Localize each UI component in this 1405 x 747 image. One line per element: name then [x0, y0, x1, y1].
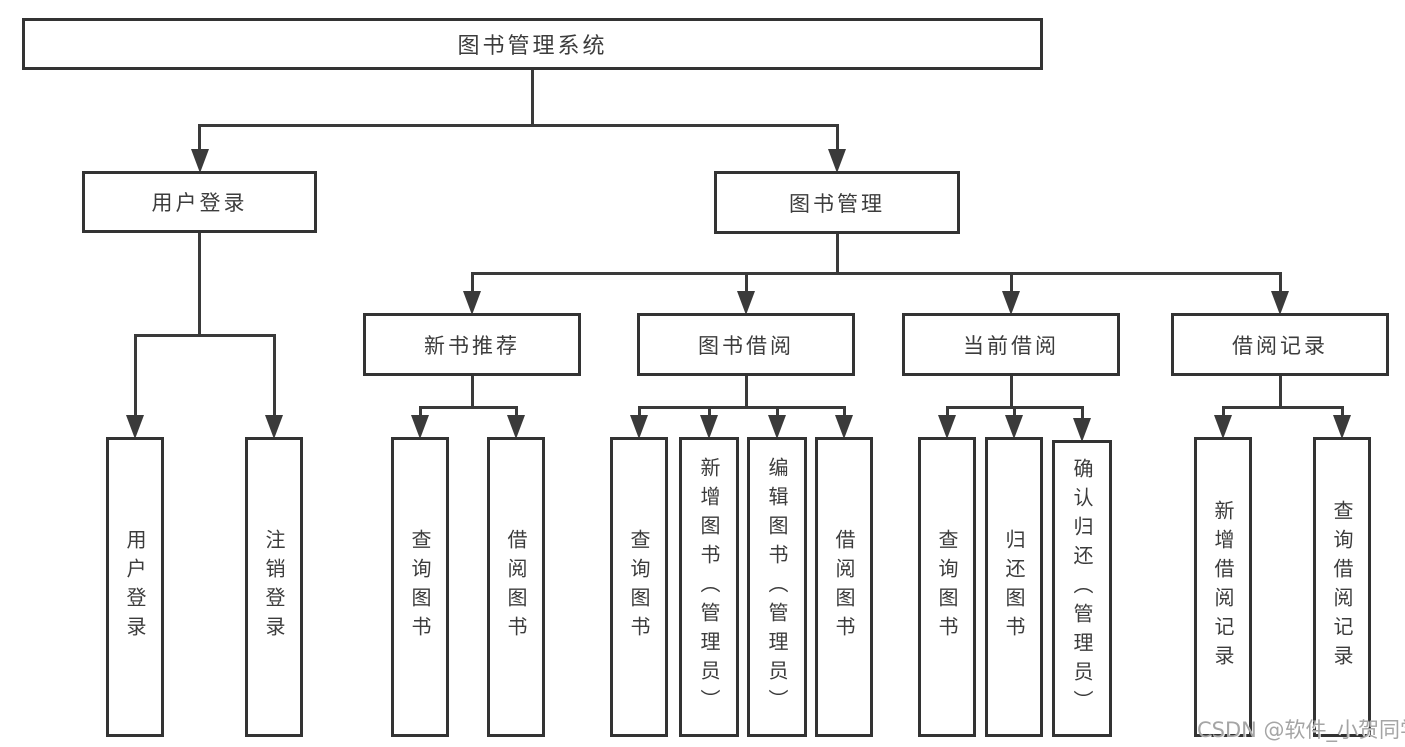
connector-segment	[775, 407, 779, 421]
arrowhead-down-icon	[1002, 291, 1020, 315]
connector-segment	[133, 335, 137, 421]
arrowhead-down-icon	[265, 415, 283, 439]
node-u1: 用户登录	[106, 437, 164, 737]
node-label: 查询图书	[627, 529, 651, 645]
connector-segment	[1009, 376, 1013, 409]
node-r2: 查询借阅记录	[1313, 437, 1371, 737]
node-root: 图书管理系统	[22, 18, 1043, 70]
node-label: 图书管理系统	[457, 34, 608, 59]
connector-segment	[272, 335, 276, 421]
connector-segment	[470, 376, 474, 409]
arrowhead-down-icon	[828, 149, 846, 173]
arrowhead-down-icon	[630, 415, 648, 439]
arrowhead-down-icon	[126, 415, 144, 439]
connector-segment	[1221, 407, 1225, 421]
node-borrow: 图书借阅	[637, 313, 855, 376]
connector-segment	[418, 407, 422, 421]
node-j2: 新增图书（管理员）	[679, 437, 739, 737]
node-label: 归还图书	[1002, 529, 1026, 645]
arrowhead-down-icon	[1214, 415, 1232, 439]
connector-segment	[744, 273, 748, 297]
arrowhead-down-icon	[835, 415, 853, 439]
arrowhead-down-icon	[411, 415, 429, 439]
connector-segment	[198, 233, 201, 337]
node-label: 编辑图书（管理员）	[765, 456, 789, 718]
arrowhead-down-icon	[700, 415, 718, 439]
arrowhead-down-icon	[1333, 415, 1351, 439]
node-login: 用户登录	[82, 171, 317, 233]
node-records: 借阅记录	[1171, 313, 1389, 376]
node-d3: 确认归还（管理员）	[1052, 440, 1112, 737]
connector-segment	[1221, 405, 1344, 409]
arrowhead-down-icon	[938, 415, 956, 439]
connector-segment	[945, 407, 949, 421]
node-j3: 编辑图书（管理员）	[747, 437, 807, 737]
node-d1: 查询图书	[918, 437, 976, 737]
node-r1: 新增借阅记录	[1194, 437, 1252, 737]
connector-segment	[133, 333, 276, 337]
arrowhead-down-icon	[463, 291, 481, 315]
node-label: 新书推荐	[424, 333, 520, 358]
connector-segment	[637, 407, 641, 421]
node-label: 借阅图书	[504, 529, 528, 645]
node-rec: 新书推荐	[363, 313, 581, 376]
connector-segment	[1278, 273, 1282, 297]
node-label: 新增借阅记录	[1211, 500, 1235, 674]
node-label: 新增图书（管理员）	[697, 456, 721, 718]
arrowhead-down-icon	[737, 291, 755, 315]
connector-segment	[835, 125, 839, 155]
connector-segment	[1340, 407, 1344, 421]
arrowhead-down-icon	[1005, 415, 1023, 439]
node-label: 当前借阅	[963, 333, 1059, 358]
node-label: 查询图书	[408, 529, 432, 645]
connector-segment	[531, 70, 534, 127]
arrowhead-down-icon	[768, 415, 786, 439]
connector-segment	[470, 273, 474, 297]
arrowhead-down-icon	[507, 415, 525, 439]
node-label: 确认归还（管理员）	[1070, 458, 1094, 719]
node-mgmt: 图书管理	[714, 171, 960, 234]
node-u2: 注销登录	[245, 437, 303, 737]
node-label: 查询借阅记录	[1330, 500, 1354, 674]
connector-segment	[835, 234, 839, 275]
arrowhead-down-icon	[1271, 291, 1289, 315]
connector-segment	[707, 407, 711, 421]
node-n2: 借阅图书	[487, 437, 545, 737]
node-label: 图书管理	[789, 191, 885, 216]
node-d2: 归还图书	[985, 437, 1043, 737]
connector-segment	[637, 405, 846, 409]
node-n1: 查询图书	[391, 437, 449, 737]
arrowhead-down-icon	[190, 149, 209, 173]
connector-segment	[514, 407, 518, 421]
node-j4: 借阅图书	[815, 437, 873, 737]
node-label: 借阅图书	[832, 529, 856, 645]
connector-segment	[418, 405, 518, 409]
node-label: 借阅记录	[1232, 333, 1328, 358]
connector-segment	[1009, 273, 1013, 297]
connector-segment	[1080, 407, 1084, 424]
node-label: 注销登录	[262, 529, 286, 645]
node-label: 图书借阅	[698, 333, 794, 358]
node-current: 当前借阅	[902, 313, 1120, 376]
connector-segment	[1278, 376, 1282, 409]
connector-segment	[744, 376, 748, 409]
connector-segment	[198, 123, 839, 127]
node-j1: 查询图书	[610, 437, 668, 737]
connector-segment	[842, 407, 846, 421]
node-label: 用户登录	[151, 191, 248, 215]
connector-segment	[1012, 407, 1016, 421]
connector-segment	[470, 271, 1282, 275]
csdn-watermark: CSDN @软件_小贺同学	[1197, 718, 1405, 742]
connector-segment	[198, 125, 201, 155]
node-label: 用户登录	[123, 529, 147, 645]
arrowhead-down-icon	[1073, 418, 1091, 442]
node-label: 查询图书	[935, 529, 959, 645]
